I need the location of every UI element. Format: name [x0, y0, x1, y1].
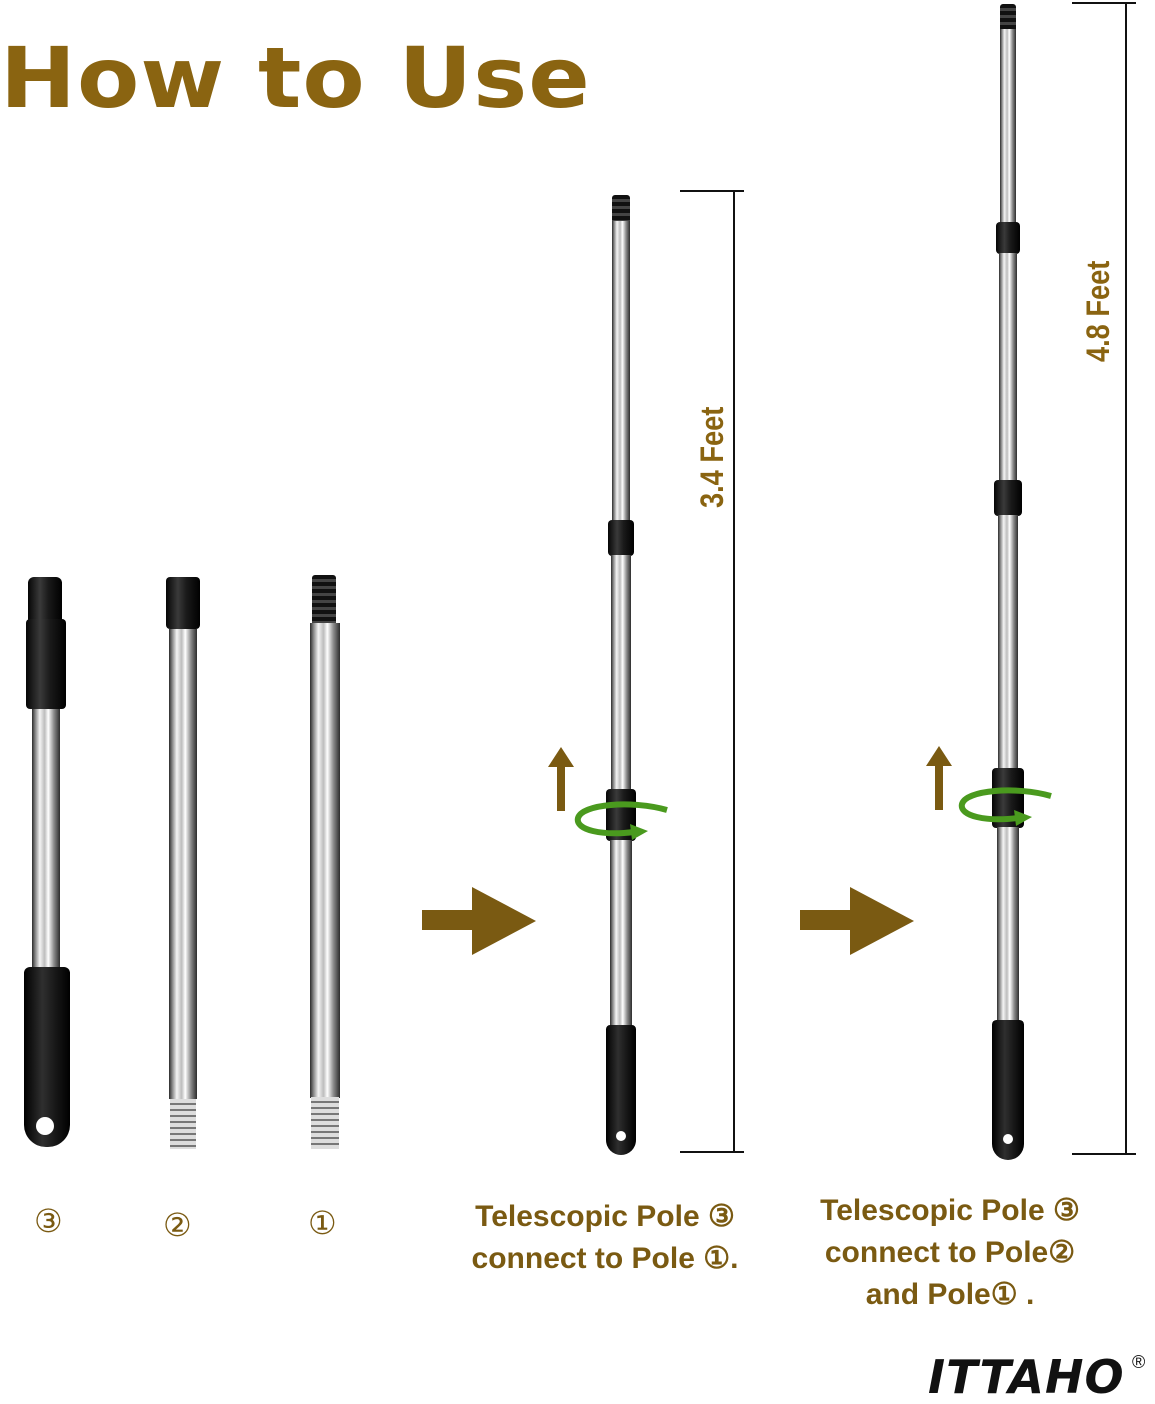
- pole-2-label: ②: [163, 1206, 192, 1244]
- caption-line: connect to Pole②: [824, 1236, 1076, 1269]
- telescopic-pole-3-image: [24, 577, 72, 1155]
- caption-line: and Pole① .: [865, 1278, 1035, 1311]
- assembled-pole-4-8ft-image: [988, 4, 1032, 1164]
- step-2-caption: Telescopic Pole ③ connect to Pole② and P…: [795, 1190, 1105, 1316]
- arrow-right-icon: [800, 887, 914, 955]
- length-label-4-8ft: 4.8 Feet: [1080, 260, 1116, 362]
- measure-bottom-tick: [680, 1151, 744, 1153]
- arrow-up-icon: [548, 747, 574, 811]
- pole-joint: [994, 480, 1022, 516]
- pole-thread-tip: [312, 575, 336, 625]
- pole-joint: [996, 222, 1020, 254]
- caption-line: Telescopic Pole ③: [820, 1194, 1080, 1227]
- measure-line: [733, 190, 735, 1152]
- rotate-icon: [574, 801, 668, 840]
- assembled-pole-3-4ft-image: [600, 195, 644, 1160]
- pole-cap: [166, 577, 200, 629]
- arrow-up-icon: [926, 746, 952, 810]
- pole-1-label: ①: [308, 1204, 337, 1242]
- pole-shaft: [32, 709, 60, 969]
- page-title: How to Use: [0, 29, 591, 127]
- pole-shaft: [169, 629, 197, 1099]
- pole-cap: [28, 577, 62, 621]
- pole-2-image: [164, 577, 204, 1152]
- pole-thread: [311, 1097, 339, 1149]
- pole-shaft: [310, 623, 340, 1098]
- length-label-3-4ft: 3.4 Feet: [694, 406, 730, 508]
- pole-shaft-lower: [997, 827, 1019, 1023]
- pole-1-image: [306, 575, 346, 1153]
- pole-thread: [170, 1099, 196, 1149]
- pole-shaft-mid: [998, 515, 1018, 771]
- arrow-right-icon: [422, 887, 536, 955]
- pole-shaft-upper: [999, 253, 1017, 481]
- caption-line: Telescopic Pole ③: [475, 1200, 735, 1233]
- hang-hole: [1003, 1134, 1013, 1144]
- hang-hole: [36, 1117, 54, 1135]
- pole-joint: [608, 520, 634, 556]
- step-1-caption: Telescopic Pole ③ connect to Pole ①.: [440, 1196, 770, 1280]
- pole-3-label: ③: [34, 1202, 63, 1240]
- brand-logo: ITTAHO: [928, 1350, 1125, 1404]
- measure-line: [1125, 2, 1127, 1154]
- pole-thread-tip: [612, 195, 630, 223]
- measure-bottom-tick: [1072, 1153, 1136, 1155]
- pole-shaft-lower: [610, 840, 632, 1030]
- pole-thread-tip: [1000, 4, 1016, 30]
- pole-shaft-top: [1000, 29, 1016, 225]
- pole-shaft-mid: [611, 555, 631, 791]
- registered-mark: ®: [1132, 1352, 1146, 1372]
- pole-shaft-upper: [612, 221, 630, 521]
- hang-hole: [616, 1131, 626, 1141]
- caption-line: connect to Pole ①.: [471, 1242, 739, 1275]
- measure-top-tick: [1072, 2, 1136, 4]
- measure-top-tick: [680, 190, 744, 192]
- pole-collar: [26, 619, 66, 709]
- rotate-icon: [958, 787, 1052, 826]
